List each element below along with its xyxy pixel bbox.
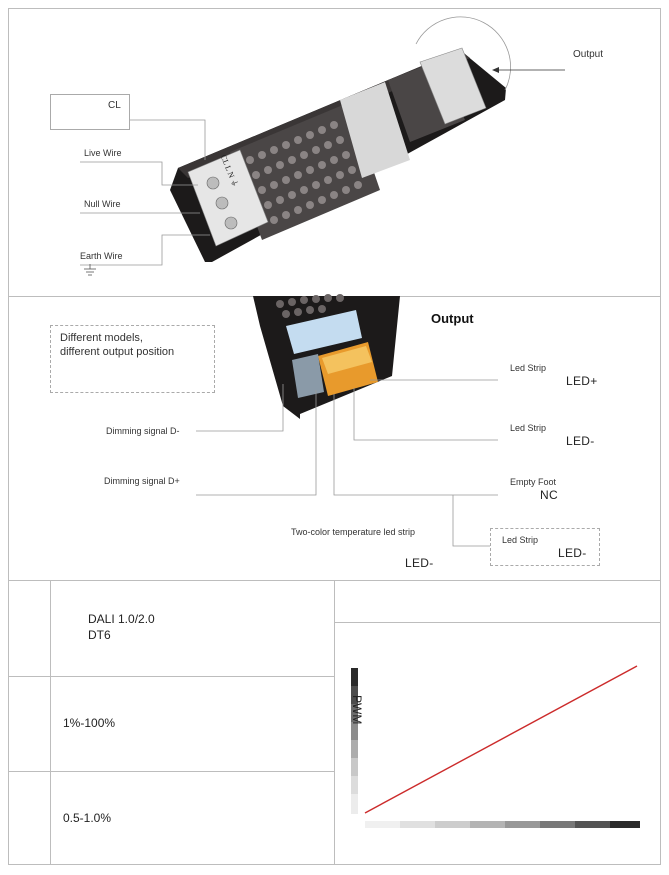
empty-foot-line <box>333 394 498 496</box>
led-minus-label-3: LED- <box>558 546 587 560</box>
blue-output-label <box>286 310 362 354</box>
cl-box <box>50 94 130 130</box>
pwm-horizontal-gradient-bar <box>365 821 640 828</box>
led-minus-label-2: LED- <box>405 556 434 570</box>
dali-device-type: DT6 <box>88 628 111 642</box>
input-terminal-block <box>187 149 269 247</box>
cl-label: CL <box>108 100 121 111</box>
chart-header-divider <box>334 622 661 623</box>
cl-leader-line <box>130 119 206 160</box>
table-col-divider <box>50 580 51 865</box>
table-row-divider-1 <box>8 676 334 677</box>
output-arrow-head <box>492 67 499 73</box>
led-plus-label: LED+ <box>566 374 598 388</box>
model-note-line2: different output position <box>60 346 175 358</box>
orange-terminal-highlight <box>322 346 372 374</box>
dimming-d-plus-line <box>196 390 317 496</box>
nc-label: NC <box>540 488 558 502</box>
earth-wire-leader-line <box>80 234 210 266</box>
device-mesh-top <box>276 294 344 318</box>
two-color-label: Two-color temperature led strip <box>291 527 416 537</box>
pwm-linear-line <box>364 665 638 814</box>
output-label: Output <box>573 49 604 60</box>
output-terminal-illustration <box>196 294 498 547</box>
output-magnifier-circle <box>415 16 511 91</box>
table-mid-divider <box>334 580 335 865</box>
dali-version: DALI 1.0/2.0 <box>88 612 155 626</box>
led-strip-label-2: Led Strip <box>510 423 547 433</box>
vent-holes <box>246 121 362 224</box>
led-strip-label-1: Led Strip <box>510 363 547 373</box>
table-row-divider-2 <box>8 771 334 772</box>
empty-foot-label: Empty Foot <box>510 477 557 487</box>
dimming-d-minus-label: Dimming signal D- <box>106 426 180 436</box>
output-terminal-block <box>419 47 487 125</box>
chart-ylabel: PWM <box>350 695 364 725</box>
model-note-line1: Different models, <box>60 332 143 344</box>
null-wire-label: Null Wire <box>84 199 121 209</box>
power-supply-illustration <box>80 16 565 276</box>
led-minus-line <box>353 388 498 441</box>
earth-wire-label: Earth Wire <box>80 251 123 261</box>
voltage-range: 0.5-1.0% <box>63 811 112 825</box>
dimming-d-minus-line <box>196 384 284 432</box>
model-note-box <box>50 325 215 393</box>
live-wire-leader-line <box>80 161 198 186</box>
led-strip-label-3: Led Strip <box>502 535 539 545</box>
earth-ground-icon <box>84 264 96 276</box>
live-wire-label: Live Wire <box>84 148 122 158</box>
gray-connector <box>292 354 324 398</box>
dimming-range: 1%-100% <box>63 716 116 730</box>
dimming-d-plus-label: Dimming signal D+ <box>104 476 180 486</box>
output-title: Output <box>431 311 474 326</box>
two-color-line <box>452 495 490 547</box>
led-strip-box <box>490 528 600 566</box>
device-label-sticker <box>340 82 410 178</box>
pwm-vertical-gradient-bar <box>351 668 358 814</box>
led-minus-label-1: LED- <box>566 434 595 448</box>
